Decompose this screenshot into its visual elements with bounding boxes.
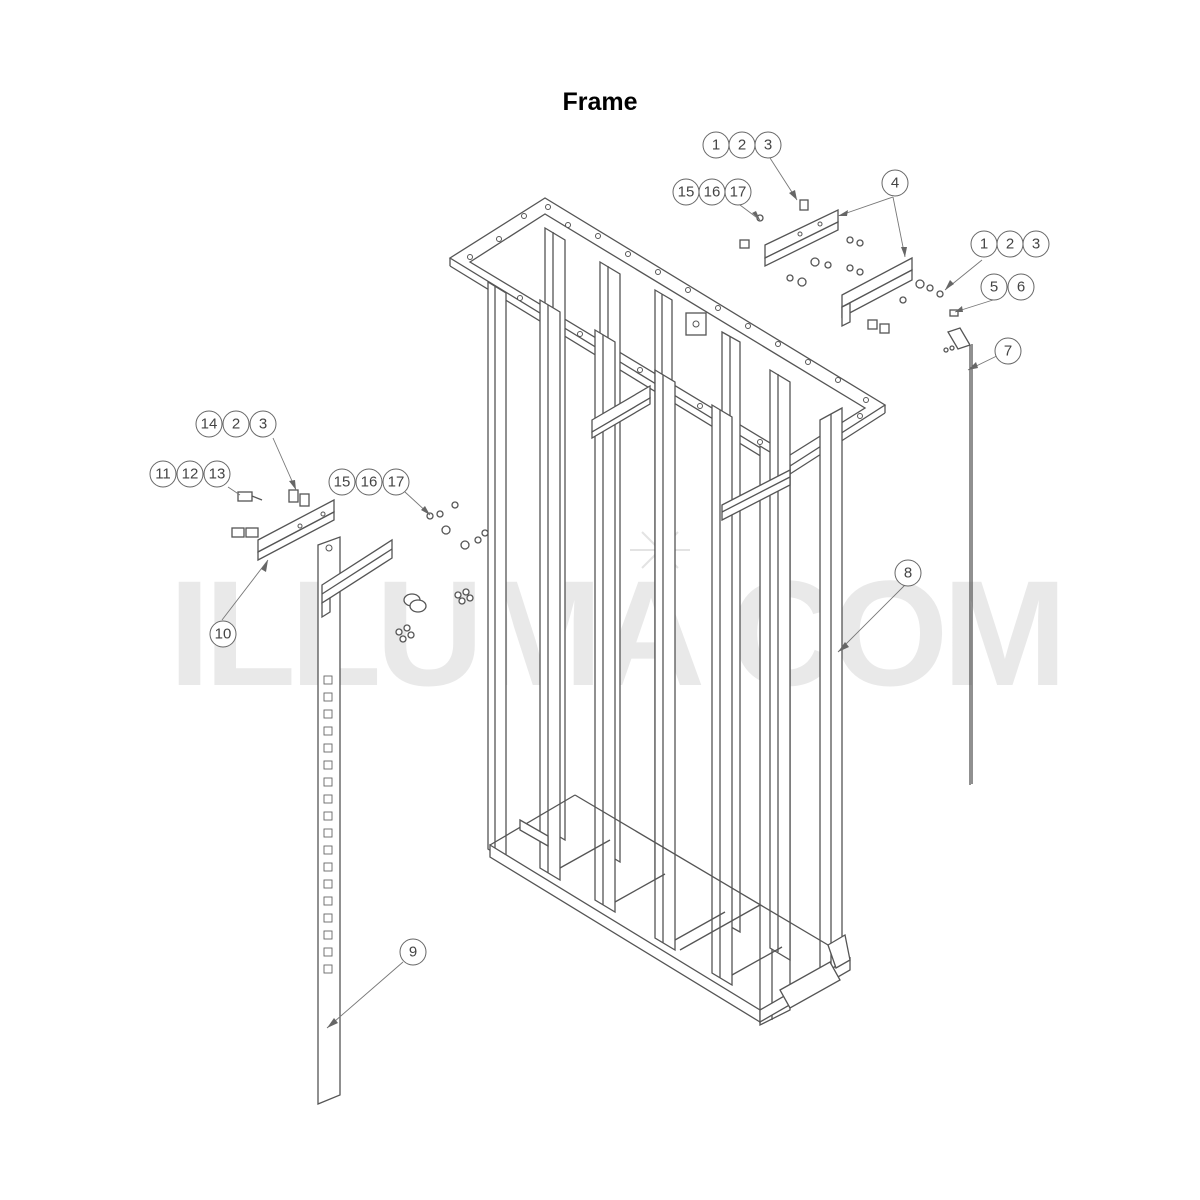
front-post-4 bbox=[654, 368, 676, 952]
callout-label: 4 bbox=[891, 175, 899, 192]
callout-group-1-2-3-top: 1 2 3 bbox=[702, 131, 782, 159]
callout-label: 3 bbox=[259, 416, 267, 433]
base-stop-right bbox=[779, 961, 841, 1009]
callout-8: 8 bbox=[894, 559, 922, 587]
rod bbox=[947, 327, 973, 785]
callout-label: 6 bbox=[1017, 279, 1025, 296]
front-left-post bbox=[487, 280, 507, 862]
bracket-upper bbox=[764, 208, 839, 268]
callout-label: 13 bbox=[209, 466, 226, 483]
front-post-5 bbox=[711, 403, 733, 987]
callout-label: 2 bbox=[738, 137, 746, 154]
callout-label: 7 bbox=[1004, 343, 1012, 360]
callout-7: 7 bbox=[994, 337, 1022, 365]
callout-label: 14 bbox=[201, 416, 218, 433]
callout-9: 9 bbox=[399, 938, 427, 966]
callout-label: 5 bbox=[990, 279, 998, 296]
callout-group-5-6: 5 6 bbox=[980, 273, 1035, 301]
callout-label: 12 bbox=[182, 466, 199, 483]
callout-label: 3 bbox=[764, 137, 772, 154]
base-handle bbox=[827, 933, 851, 969]
callout-group-15-16-17-left: 15 16 17 bbox=[328, 468, 410, 496]
callout-label: 8 bbox=[904, 565, 912, 582]
callout-label: 15 bbox=[334, 474, 351, 491]
main-frame bbox=[448, 197, 887, 1027]
callout-label: 2 bbox=[232, 416, 240, 433]
leader-arrows bbox=[261, 190, 978, 1028]
callout-group-11-12-13: 11 12 13 bbox=[149, 460, 231, 488]
callout-label: 17 bbox=[730, 184, 747, 201]
callout-group-15-16-17-top: 15 16 17 bbox=[672, 178, 752, 206]
callout-group-14-2-3: 14 2 3 bbox=[195, 410, 277, 438]
bracket-lower bbox=[841, 256, 913, 328]
back-post-5 bbox=[769, 368, 791, 962]
callout-label: 15 bbox=[678, 184, 695, 201]
callout-label: 16 bbox=[704, 184, 721, 201]
cross-brace-lower bbox=[591, 396, 651, 440]
callout-4: 4 bbox=[881, 169, 909, 197]
bracket-left bbox=[231, 489, 335, 562]
front-post-2 bbox=[539, 298, 561, 882]
slotted-strip bbox=[317, 536, 393, 1105]
hardware-upper bbox=[739, 199, 959, 353]
callout-label: 11 bbox=[155, 466, 171, 483]
callout-label: 10 bbox=[215, 626, 232, 643]
callout-10: 10 bbox=[209, 620, 237, 648]
base-stop-left bbox=[519, 818, 549, 848]
callout-label: 1 bbox=[712, 137, 720, 154]
callout-label: 17 bbox=[388, 474, 405, 491]
callout-label: 2 bbox=[1006, 236, 1014, 253]
top-flange-inner bbox=[468, 213, 867, 456]
callout-label: 1 bbox=[980, 236, 988, 253]
callout-label: 9 bbox=[409, 944, 417, 961]
diagram-title: Frame bbox=[562, 88, 638, 116]
callout-group-1-2-3-right: 1 2 3 bbox=[970, 230, 1050, 258]
callout-label: 3 bbox=[1032, 236, 1040, 253]
hardware-middle bbox=[395, 501, 489, 643]
callout-label: 16 bbox=[361, 474, 378, 491]
front-post-3 bbox=[594, 328, 616, 914]
